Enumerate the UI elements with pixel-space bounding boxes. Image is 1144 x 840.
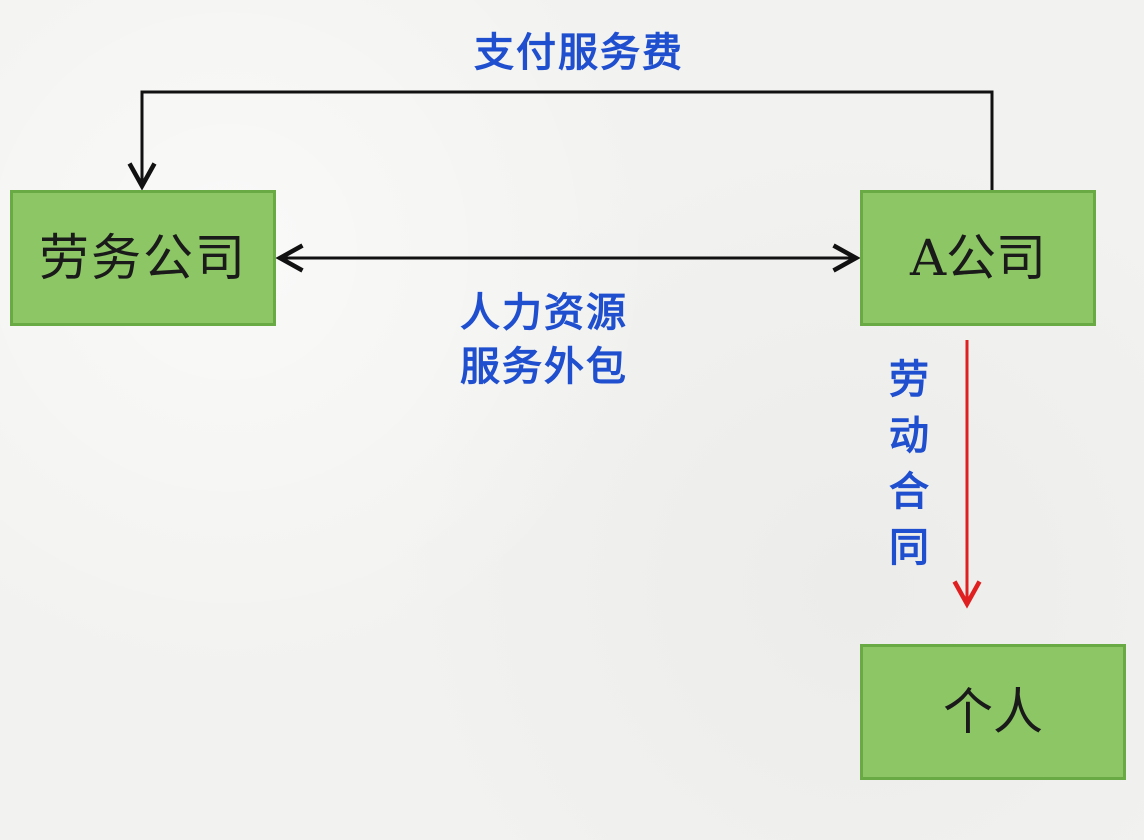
hr-outsourcing-label: 人力资源 服务外包: [460, 290, 628, 390]
labor-company-node: 劳务公司: [10, 190, 276, 326]
labor-company-label: 劳务公司: [39, 229, 247, 287]
service-fee-connector: [127, 90, 994, 191]
labor-contract-label: 劳动合同: [889, 357, 929, 571]
individual-label: 个人: [943, 683, 1043, 741]
individual-node: 个人: [860, 644, 1126, 780]
a-company-label: A公司: [909, 229, 1047, 287]
service-fee-label: 支付服务费: [474, 30, 684, 76]
a-company-node: A公司: [860, 190, 1096, 326]
